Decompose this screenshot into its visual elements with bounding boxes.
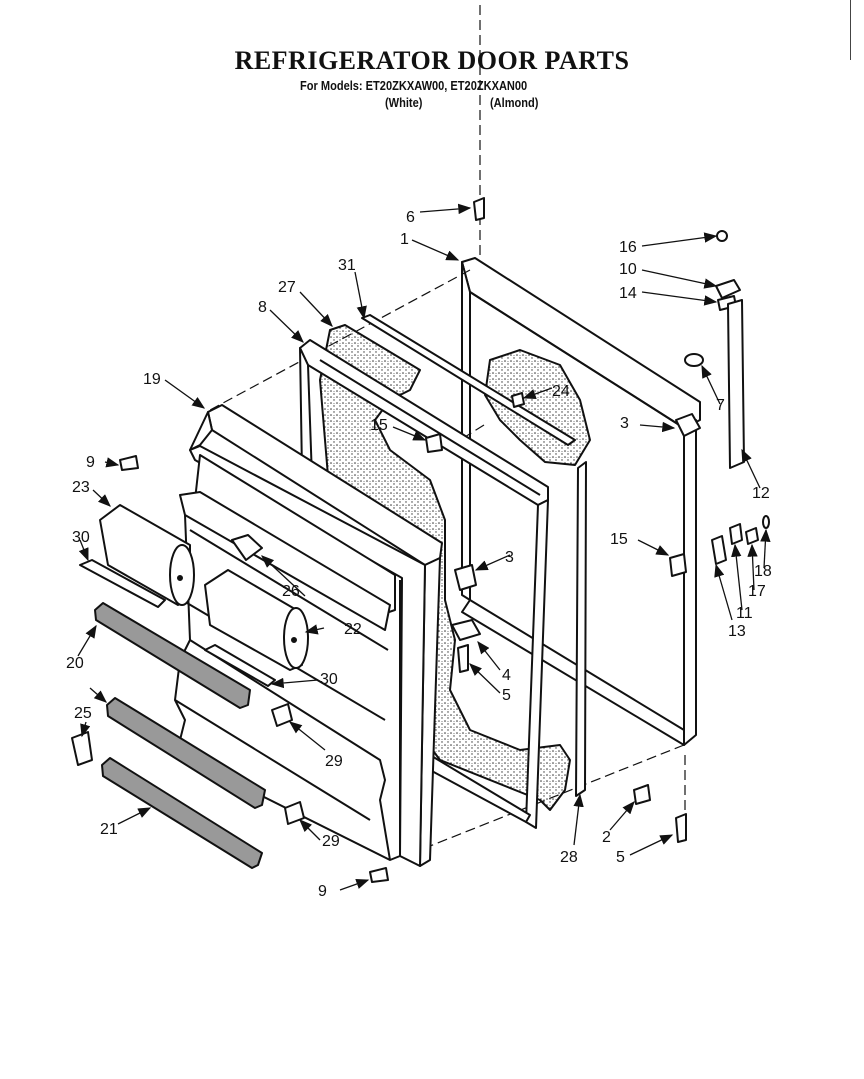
- callout-17: 17: [748, 583, 766, 600]
- callout-1: 1: [400, 231, 409, 248]
- door-bin-23: [99, 504, 195, 606]
- callout-numbers: 6 1 31 27 8 19 9 23 30 20 25 21 16 10 14…: [66, 209, 772, 900]
- callout-3-inner: 3: [505, 549, 514, 566]
- bottom-hinge-2: [633, 784, 651, 805]
- shelf-retainer-upper: [79, 559, 166, 608]
- callout-24: 24: [552, 383, 570, 400]
- callout-22: 22: [344, 621, 362, 638]
- callout-27: 27: [278, 279, 296, 296]
- callout-23: 23: [72, 479, 90, 496]
- callout-26: 26: [282, 583, 300, 600]
- callout-29-upper: 29: [325, 753, 343, 770]
- variant-almond: (Almond): [490, 95, 539, 110]
- callout-31: 31: [338, 257, 356, 274]
- callout-16: 16: [619, 239, 637, 256]
- door-trim-middle: [106, 697, 266, 809]
- screw-5-bottom: [675, 813, 687, 843]
- callout-21: 21: [100, 821, 118, 838]
- page-edge-line: [850, 0, 851, 60]
- callout-30-lower: 30: [320, 671, 338, 688]
- leader-lines: [77, 203, 771, 891]
- callout-7: 7: [716, 397, 725, 414]
- callout-5-bottom: 5: [616, 849, 625, 866]
- screw-9-lower: [369, 867, 389, 883]
- breaker-strip-side: [575, 461, 587, 797]
- model-numbers: For Models: ET20ZKXAW00, ET20ZKXAN00: [300, 78, 528, 93]
- bin-clip-lower: [284, 801, 305, 825]
- hinge-screw-16: [716, 230, 728, 242]
- door-handle-12: [727, 299, 745, 469]
- callout-19: 19: [143, 371, 161, 388]
- callout-8: 8: [258, 299, 267, 316]
- callout-15-side: 15: [610, 531, 628, 548]
- callout-15-upper: 15: [370, 417, 388, 434]
- screw-5-inner: [457, 644, 469, 673]
- callout-18: 18: [754, 563, 772, 580]
- top-hinge-bracket: [675, 413, 701, 437]
- inner-door-liner: [174, 404, 443, 867]
- callout-3-top: 3: [620, 415, 629, 432]
- door-stop-clip-side: [669, 553, 687, 577]
- washer-18: [762, 515, 770, 529]
- bin-support-26: [231, 534, 263, 561]
- callout-29-lower: 29: [322, 833, 340, 850]
- callout-12: 12: [752, 485, 770, 502]
- trim-end-cap: [71, 731, 93, 766]
- callout-9-lower: 9: [318, 883, 327, 900]
- callout-9-upper: 9: [86, 454, 95, 471]
- outer-door-panel: [461, 257, 701, 746]
- callout-11: 11: [736, 605, 753, 622]
- callout-25: 25: [74, 705, 92, 722]
- hinge-pin-11: [729, 523, 743, 545]
- callout-28: 28: [560, 849, 578, 866]
- callout-2: 2: [602, 829, 611, 846]
- callout-14: 14: [619, 285, 637, 302]
- screw-9-upper: [119, 455, 139, 471]
- door-bin-22: [204, 569, 309, 671]
- hinge-13: [711, 535, 727, 565]
- callout-6: 6: [406, 209, 415, 226]
- screw-6: [473, 197, 485, 221]
- callout-30-upper: 30: [72, 529, 90, 546]
- hinge-10: [715, 279, 741, 299]
- door-gasket: [299, 339, 549, 829]
- insulation-clip: [511, 392, 525, 408]
- hinge-plate: [451, 619, 481, 641]
- callout-20: 20: [66, 655, 84, 672]
- hinge-bushing-17: [745, 527, 759, 545]
- callout-5-inner: 5: [502, 687, 511, 704]
- variant-white: (White): [385, 95, 423, 110]
- callout-13: 13: [728, 623, 746, 640]
- inner-hinge-bracket: [454, 564, 477, 591]
- door-trim-21: [101, 757, 263, 869]
- breaker-strip-top: [361, 314, 576, 446]
- foam-cutaway: [484, 349, 591, 466]
- door-trim-20: [94, 602, 251, 709]
- bin-clip-upper: [271, 703, 293, 727]
- door-stop-clip-upper: [425, 433, 443, 453]
- callout-4: 4: [502, 667, 511, 684]
- diagram-title: REFRIGERATOR DOOR PARTS: [234, 46, 630, 75]
- hinge-cap-7: [684, 353, 704, 367]
- callout-10: 10: [619, 261, 637, 278]
